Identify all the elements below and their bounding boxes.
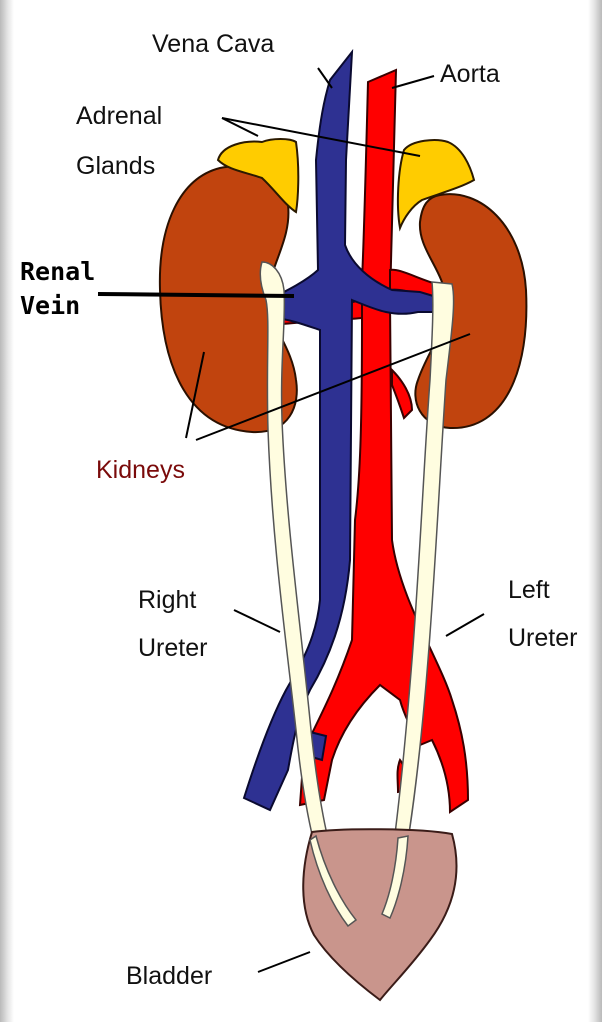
label-vena-cava: Vena Cava [152, 30, 274, 58]
aortic-branch [392, 370, 412, 418]
label-right-ureter-line1: Right [138, 586, 196, 614]
label-bladder: Bladder [126, 962, 212, 990]
label-left-ureter-line1: Left [508, 576, 550, 604]
label-aorta: Aorta [440, 60, 500, 88]
bladder-pointer [258, 952, 310, 972]
label-renal-vein-line1: Renal [20, 257, 95, 286]
label-right-ureter-line2: Ureter [138, 634, 207, 662]
label-left-ureter-line2: Ureter [508, 624, 577, 652]
label-adrenal-glands-line2: Glands [76, 152, 155, 180]
label-renal-vein-line2: Vein [20, 291, 80, 320]
bladder [303, 829, 456, 1000]
aorta-pointer [392, 76, 434, 88]
left-ureter-pointer [446, 614, 484, 636]
label-kidneys: Kidneys [96, 456, 185, 484]
right-ureter-pointer [234, 610, 280, 632]
label-adrenal-glands-line1: Adrenal [76, 102, 162, 130]
renal-vein-pointer [98, 294, 294, 296]
vena-cava-pointer [318, 68, 332, 88]
